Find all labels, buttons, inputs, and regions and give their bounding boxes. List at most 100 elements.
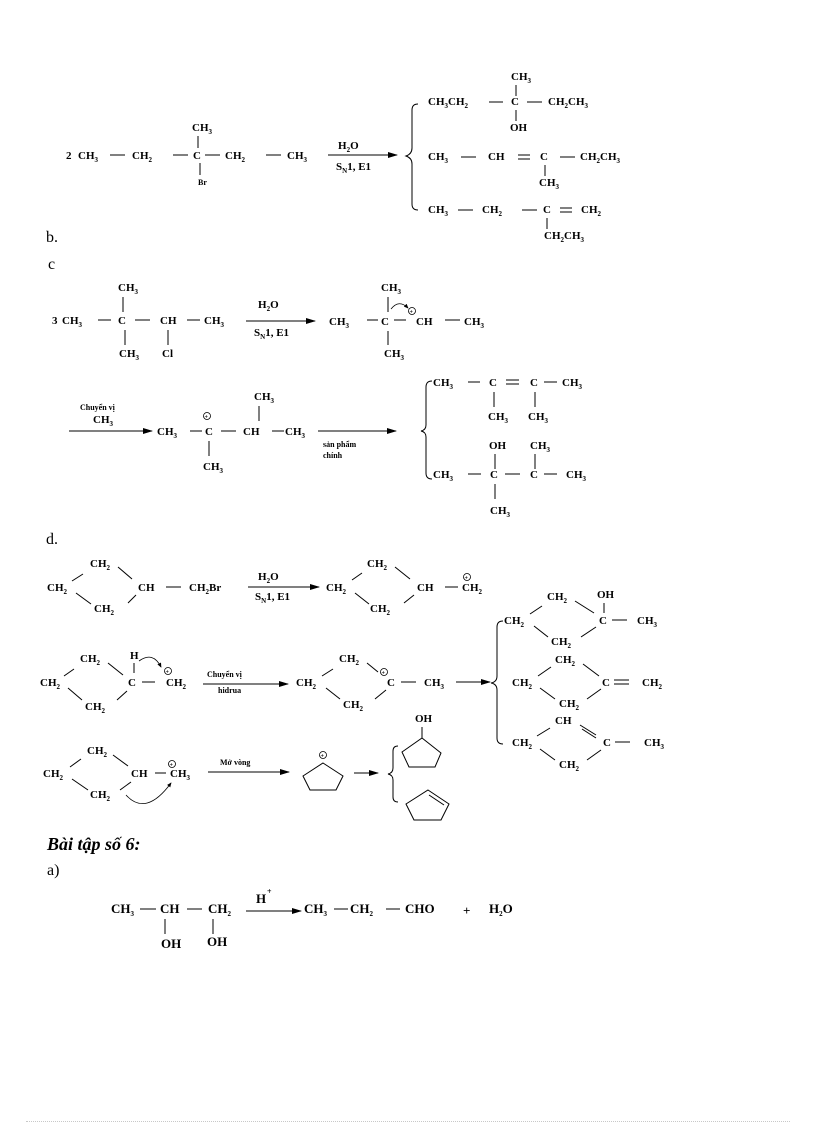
reaction-b: 2 CH3 CH2 C CH3 Br CH2 CH3 H2O SN1, E1 C… — [66, 71, 621, 244]
svg-text:OH: OH — [207, 934, 227, 949]
svg-text:OH: OH — [510, 122, 528, 134]
svg-text:CH3: CH3 — [381, 282, 402, 296]
svg-text:CH2: CH2 — [85, 701, 106, 715]
coefficient-2: 2 — [66, 150, 72, 162]
svg-text:CH2: CH2 — [462, 582, 483, 596]
svg-text:CH2Br: CH2Br — [189, 582, 221, 596]
svg-text:OH: OH — [161, 936, 181, 951]
svg-text:CH2: CH2 — [47, 582, 68, 596]
svg-text:CH3CH2: CH3CH2 — [428, 96, 469, 110]
svg-text:C: C — [387, 677, 395, 689]
svg-text:CH3: CH3 — [530, 440, 551, 454]
svg-text:Mở vòng: Mở vòng — [220, 758, 250, 767]
svg-text:CH3: CH3 — [528, 411, 549, 425]
svg-text:CH2: CH2 — [504, 615, 525, 629]
svg-text:CH3: CH3 — [562, 377, 583, 391]
svg-text:C: C — [540, 151, 548, 163]
svg-text:CH: CH — [488, 151, 505, 163]
svg-text:CH: CH — [555, 715, 572, 727]
svg-text:+: + — [465, 576, 469, 582]
svg-text:sản phẩm: sản phẩm — [323, 440, 356, 449]
svg-text:H2O: H2O — [258, 571, 279, 585]
svg-text:CH3: CH3 — [285, 426, 306, 440]
svg-text:CH2: CH2 — [642, 677, 663, 691]
svg-text:CH3: CH3 — [304, 901, 328, 918]
svg-text:CH2: CH2 — [367, 558, 388, 572]
svg-text:CH3: CH3 — [254, 391, 275, 405]
svg-text:CH: CH — [160, 901, 180, 916]
svg-text:CH: CH — [243, 426, 260, 438]
svg-text:CH3: CH3 — [287, 150, 308, 164]
svg-text:+: + — [205, 415, 209, 421]
svg-text:3: 3 — [52, 315, 58, 327]
svg-text:H2O: H2O — [338, 140, 359, 154]
svg-text:CH3: CH3 — [511, 71, 532, 85]
svg-text:Chuyển vị: Chuyển vị — [80, 403, 116, 412]
svg-text:H: H — [256, 891, 266, 906]
svg-text:SN1, E1: SN1, E1 — [255, 591, 290, 605]
svg-text:CH2: CH2 — [90, 789, 111, 803]
svg-text:CHO: CHO — [405, 901, 435, 916]
svg-text:CH2: CH2 — [547, 591, 568, 605]
svg-text:CH2: CH2 — [512, 677, 533, 691]
svg-text:hidrua: hidrua — [218, 686, 241, 695]
svg-text:CH3: CH3 — [384, 348, 405, 362]
svg-text:H2O: H2O — [489, 901, 513, 918]
svg-text:C: C — [530, 469, 538, 481]
svg-text:CH: CH — [416, 316, 433, 328]
svg-text:CH3: CH3 — [428, 204, 449, 218]
svg-text:CH2: CH2 — [559, 698, 580, 712]
svg-text:OH: OH — [415, 713, 433, 725]
svg-text:CH3: CH3 — [329, 316, 350, 330]
svg-text:CH: CH — [160, 315, 177, 327]
svg-text:C: C — [602, 677, 610, 689]
svg-text:CH3: CH3 — [119, 348, 140, 362]
svg-text:CH2: CH2 — [326, 582, 347, 596]
svg-text:CH3: CH3 — [62, 315, 83, 329]
svg-text:CH3: CH3 — [192, 122, 213, 136]
svg-text:CH3: CH3 — [424, 677, 445, 691]
svg-text:H2O: H2O — [258, 299, 279, 313]
svg-text:C: C — [599, 615, 607, 627]
svg-text:CH2: CH2 — [343, 699, 364, 713]
svg-text:+: + — [410, 310, 414, 316]
svg-text:CH2: CH2 — [370, 603, 391, 617]
svg-text:CH3: CH3 — [539, 177, 560, 191]
svg-text:CH2: CH2 — [559, 759, 580, 773]
svg-text:C: C — [205, 426, 213, 438]
svg-text:+: + — [463, 903, 470, 918]
svg-text:+: + — [267, 887, 272, 896]
svg-text:CH3: CH3 — [157, 426, 178, 440]
exercise-heading: Bài tập số 6: — [47, 834, 141, 854]
svg-text:C: C — [530, 377, 538, 389]
svg-text:+: + — [382, 671, 386, 677]
svg-text:OH: OH — [597, 589, 615, 601]
svg-text:SN1, E1: SN1, E1 — [336, 161, 371, 175]
reaction-6a: CH3 CH CH2 OH OH H + CH3 CH2 CHO + H2O — [111, 887, 513, 951]
svg-text:chính: chính — [323, 451, 343, 460]
svg-text:CH: CH — [138, 582, 155, 594]
svg-text:CH2: CH2 — [555, 654, 576, 668]
svg-text:CH3: CH3 — [204, 315, 225, 329]
svg-text:CH2: CH2 — [94, 603, 115, 617]
svg-text:CH3: CH3 — [93, 414, 114, 428]
svg-text:CH3: CH3 — [566, 469, 587, 483]
svg-text:CH2: CH2 — [87, 745, 108, 759]
svg-text:CH3: CH3 — [111, 901, 135, 918]
svg-text:CH2: CH2 — [90, 558, 111, 572]
svg-text:Chuyển vị: Chuyển vị — [207, 670, 243, 679]
svg-text:CH2: CH2 — [350, 901, 374, 918]
page-bottom-dotted-border — [26, 1121, 790, 1123]
section-label-a: a) — [47, 862, 60, 879]
svg-text:CH3: CH3 — [637, 615, 658, 629]
svg-text:SN1, E1: SN1, E1 — [254, 327, 289, 341]
svg-text:CH3: CH3 — [464, 316, 485, 330]
svg-text:C: C — [490, 469, 498, 481]
svg-text:CH2: CH2 — [225, 150, 246, 164]
reaction-d: CH2 CH2 CH2 CH CH2Br H2O SN1, E1 CH2 CH2… — [40, 558, 665, 821]
svg-text:CH3: CH3 — [118, 282, 139, 296]
svg-text:Cl: Cl — [162, 348, 173, 360]
svg-text:CH3: CH3 — [170, 768, 191, 782]
svg-text:+: + — [166, 670, 170, 676]
